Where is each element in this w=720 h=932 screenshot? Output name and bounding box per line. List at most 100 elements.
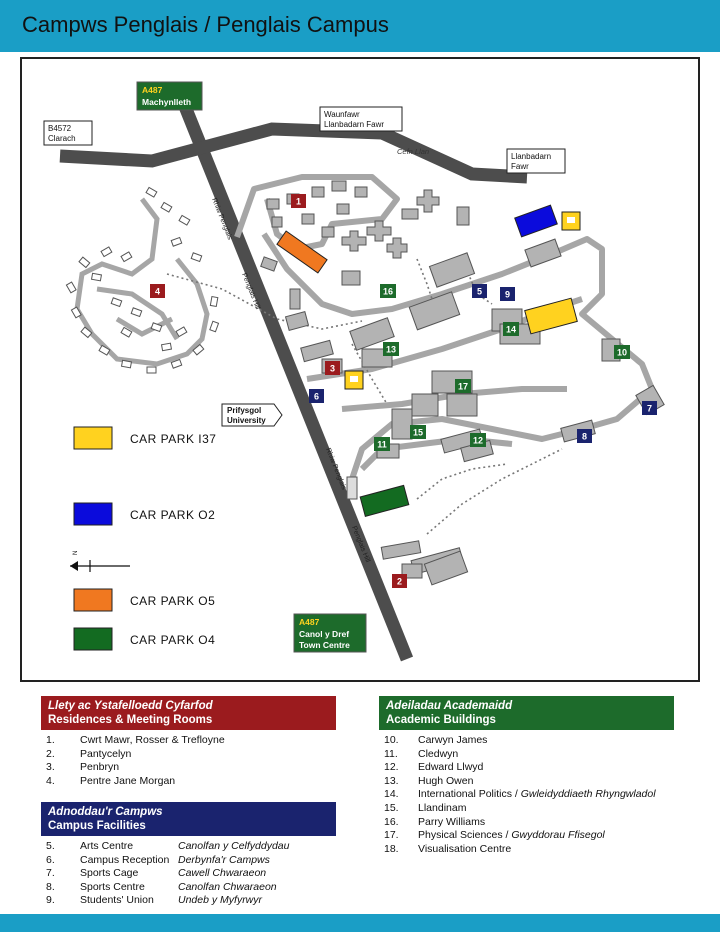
marker-1[interactable]: 1: [291, 194, 306, 208]
compass-n-label: N: [73, 551, 79, 555]
map-svg: Cefn Llan Rhiw Penglais Penglais Hill Rh…: [43, 81, 665, 662]
residences-list: 1.Cwrt Mawr, Rosser & Trefloyne 2.Pantyc…: [41, 734, 336, 788]
svg-text:11: 11: [377, 440, 387, 450]
svg-text:1: 1: [296, 197, 301, 207]
academic-list: 10.Carwyn James 11.Cledwyn 12.Edward Llw…: [379, 734, 674, 856]
svg-text:CAR PARK O4: CAR PARK O4: [130, 633, 215, 647]
svg-text:12: 12: [473, 436, 483, 446]
sign-a487-town-centre: A487 Canol y Dref Town Centre: [293, 613, 367, 653]
svg-text:Waunfawr: Waunfawr: [324, 110, 360, 119]
legend-car-park-05: CAR PARK O5: [73, 588, 215, 612]
car-park-legend: CAR PARK I37 CAR PARK O2 N CAR PARK O5 C…: [70, 426, 216, 651]
svg-text:A487: A487: [142, 85, 163, 95]
info-speech-icon: [567, 217, 575, 223]
sign-university: Prifysgol University: [221, 403, 283, 427]
sign-waunfawr: Waunfawr Llanbadarn Fawr: [319, 106, 403, 132]
svg-text:6: 6: [314, 392, 319, 402]
footpaths: [166, 258, 563, 535]
info-icons: [344, 211, 581, 390]
residences-section: Llety ac Ystafelloedd Cyfarfod Residence…: [41, 696, 336, 788]
svg-text:B4572: B4572: [48, 124, 72, 133]
svg-text:5: 5: [477, 287, 482, 297]
compass: N: [70, 551, 130, 572]
svg-text:3: 3: [330, 364, 335, 374]
marker-13[interactable]: 13: [383, 342, 399, 356]
marker-12[interactable]: 12: [470, 433, 486, 447]
svg-text:Machynlleth: Machynlleth: [142, 97, 191, 107]
legend-car-park-04: CAR PARK O4: [73, 627, 215, 651]
svg-text:2: 2: [397, 577, 402, 587]
marker-2[interactable]: 2: [392, 574, 407, 588]
marker-9[interactable]: 9: [500, 287, 515, 301]
map-car-parks: [276, 204, 578, 517]
map-car-park-02: [514, 204, 558, 238]
svg-text:Fawr: Fawr: [511, 162, 529, 171]
map-car-park-137: [524, 297, 578, 335]
svg-text:7: 7: [647, 404, 652, 414]
list-item: 12.Edward Llwyd: [384, 761, 484, 774]
svg-text:Llanbadarn Fawr: Llanbadarn Fawr: [324, 120, 384, 129]
svg-text:Llanbadarn: Llanbadarn: [511, 152, 551, 161]
svg-text:Town Centre: Town Centre: [299, 640, 350, 650]
marker-15[interactable]: 15: [410, 425, 426, 439]
svg-text:CAR PARK I37: CAR PARK I37: [130, 432, 216, 446]
sign-a487-machynlleth: A487 Machynlleth: [136, 81, 203, 111]
svg-text:Canol y Dref: Canol y Dref: [299, 629, 349, 639]
marker-16[interactable]: 16: [380, 284, 396, 298]
reception-speech-icon: [350, 376, 358, 382]
list-item: 3.Penbryn: [46, 761, 120, 774]
marker-6[interactable]: 6: [309, 389, 324, 403]
svg-text:8: 8: [582, 432, 587, 442]
marker-4[interactable]: 4: [150, 284, 165, 298]
svg-text:14: 14: [506, 325, 516, 335]
marker-8[interactable]: 8: [577, 429, 592, 443]
legend-car-park-137: CAR PARK I37: [73, 426, 216, 450]
svg-text:15: 15: [413, 428, 423, 438]
academic-section: Adeiladau Academaidd Academic Buildings …: [379, 696, 674, 856]
list-item: 16.Parry Williams: [384, 815, 486, 828]
svg-text:A487: A487: [299, 617, 320, 627]
list-item: 4.Pentre Jane Morgan: [46, 774, 176, 787]
marker-3[interactable]: 3: [325, 361, 340, 375]
facilities-section: Adnoddau'r Campws Campus Facilities 5.Ar…: [41, 802, 336, 908]
list-item: 10.Carwyn James: [384, 734, 488, 746]
svg-text:Clarach: Clarach: [48, 134, 76, 143]
marker-17[interactable]: 17: [455, 379, 471, 393]
academic-heading: Adeiladau Academaidd Academic Buildings: [379, 696, 674, 730]
road-signs: A487 Machynlleth B4572 Clarach Waunfawr …: [43, 81, 566, 653]
list-item: 13.Hugh Owen: [384, 774, 474, 787]
list-item: 11.Cledwyn: [384, 747, 459, 760]
sign-llanbadarn-fawr: Llanbadarn Fawr: [506, 148, 566, 174]
svg-text:10: 10: [617, 348, 627, 358]
list-item: 1.Cwrt Mawr, Rosser & Trefloyne: [46, 734, 225, 746]
page-title: Campws Penglais / Penglais Campus: [22, 12, 389, 37]
map-car-park-04: [359, 484, 410, 517]
list-item: 18.Visualisation Centre: [384, 842, 512, 855]
list-item: 14.International Politics / Gwleidyddiae…: [384, 788, 656, 801]
road-dashes: Cefn Llan: [397, 147, 429, 156]
marker-11[interactable]: 11: [374, 437, 390, 451]
marker-5[interactable]: 5: [472, 284, 487, 298]
header-bar: Campws Penglais / Penglais Campus: [0, 0, 720, 52]
road-label-cefn-llan: Cefn Llan: [397, 147, 429, 156]
pentre-jane-morgan-area: [74, 197, 210, 367]
marker-7[interactable]: 7: [642, 401, 657, 415]
legend-car-park-02: CAR PARK O2: [73, 502, 215, 526]
pentre-houses: [65, 186, 220, 374]
svg-text:Prifysgol: Prifysgol: [227, 406, 261, 415]
marker-14[interactable]: 14: [503, 322, 519, 336]
svg-text:CAR PARK O5: CAR PARK O5: [130, 594, 215, 608]
marker-10[interactable]: 10: [614, 345, 630, 359]
svg-text:16: 16: [383, 287, 393, 297]
svg-text:University: University: [227, 416, 266, 425]
svg-text:17: 17: [458, 382, 468, 392]
svg-text:9: 9: [505, 290, 510, 300]
facilities-heading: Adnoddau'r Campws Campus Facilities: [41, 802, 336, 836]
residences-heading: Llety ac Ystafelloedd Cyfarfod Residence…: [41, 696, 336, 730]
